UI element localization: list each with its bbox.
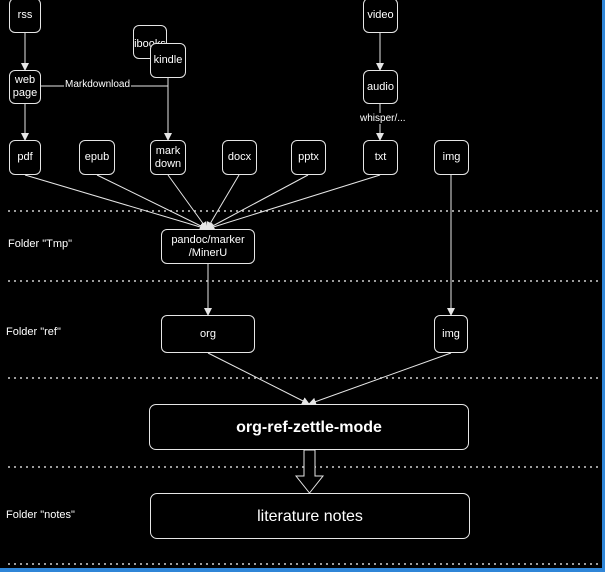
node-img-top[interactable]: img — [434, 140, 469, 175]
node-video[interactable]: video — [363, 0, 398, 33]
edge-epub-pandoc — [96, 174, 208, 230]
node-org-ref-zettle-mode[interactable]: org-ref-zettle-mode — [149, 404, 469, 450]
node-epub[interactable]: epub — [79, 140, 115, 175]
edge-org-orgref — [207, 352, 310, 405]
folder-label-notes: Folder "notes" — [6, 509, 75, 521]
node-img-ref[interactable]: img — [434, 315, 468, 353]
edge-markdown-pandoc — [167, 174, 208, 230]
node-rss[interactable]: rss — [9, 0, 41, 33]
edge-txt-pandoc — [206, 174, 381, 231]
edge-pptx-pandoc — [206, 174, 309, 230]
node-docx[interactable]: docx — [222, 140, 257, 175]
canvas-frame-right — [602, 0, 605, 572]
edge-pdf-pandoc — [24, 174, 208, 231]
edge-img-orgref — [308, 352, 452, 406]
node-pptx[interactable]: pptx — [291, 140, 326, 175]
folder-label-ref: Folder "ref" — [6, 326, 61, 338]
edge-label-whisper: whisper/... — [359, 113, 407, 124]
node-webpage[interactable]: web page — [9, 70, 41, 104]
node-audio[interactable]: audio — [363, 70, 398, 104]
node-pandoc[interactable]: pandoc/marker /MinerU — [161, 229, 255, 264]
edge-label-markdownload: Markdownload — [64, 79, 132, 90]
node-pdf[interactable]: pdf — [9, 140, 41, 175]
node-org[interactable]: org — [161, 315, 255, 353]
edge-orgref-litnotes — [294, 449, 325, 494]
node-kindle[interactable]: kindle — [150, 43, 186, 78]
node-literature-notes[interactable]: literature notes — [150, 493, 470, 539]
node-markdown[interactable]: mark down — [150, 140, 186, 175]
canvas-frame-bottom — [0, 568, 605, 572]
edge-docx-pandoc — [206, 174, 240, 230]
node-txt[interactable]: txt — [363, 140, 398, 175]
folder-label-tmp: Folder "Tmp" — [8, 238, 73, 250]
